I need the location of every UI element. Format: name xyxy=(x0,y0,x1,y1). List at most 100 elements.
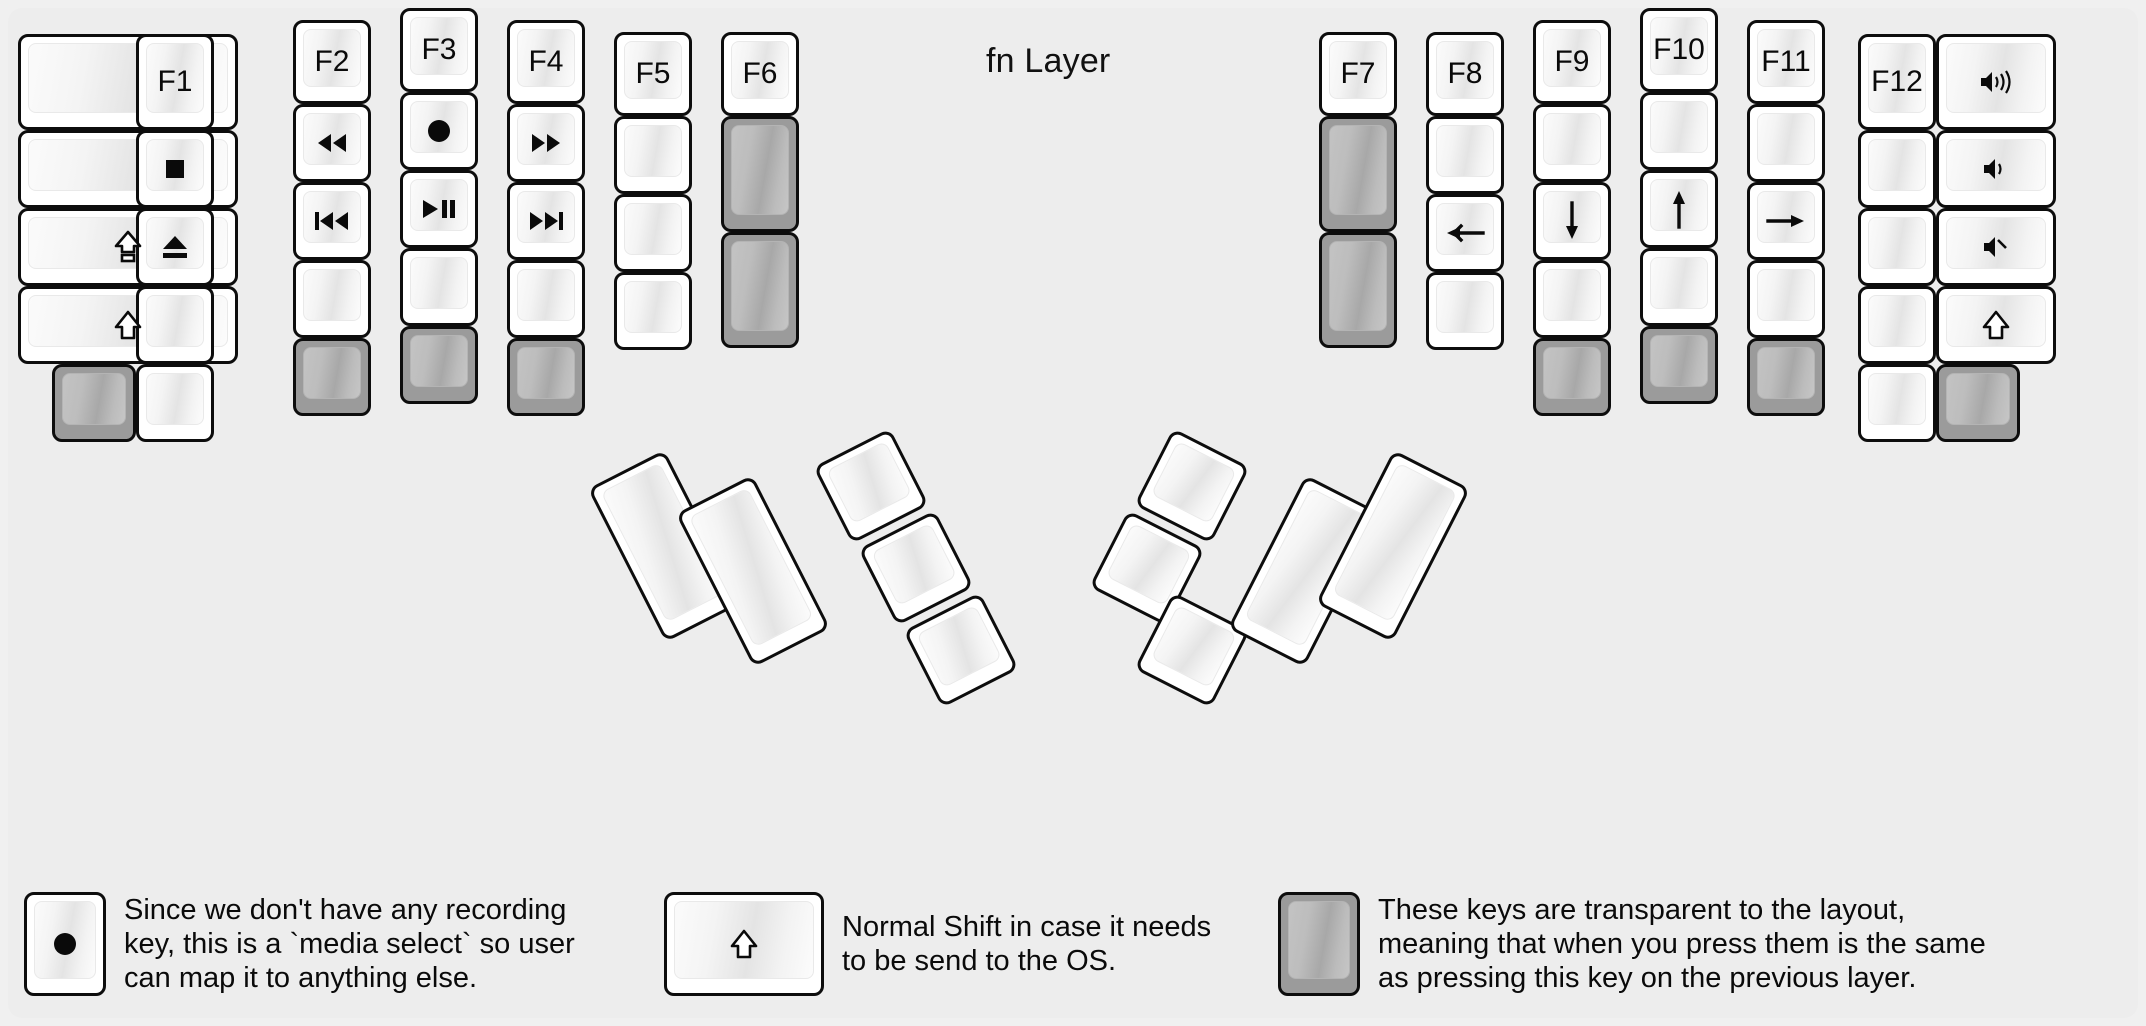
key-left-c6-r0[interactable]: F6 xyxy=(721,32,799,116)
keycap-surface xyxy=(1329,41,1387,99)
key-right-c1-r1[interactable] xyxy=(1426,116,1504,194)
key-right-c2-r0[interactable]: F9 xyxy=(1533,20,1611,104)
key-right-c4-r0[interactable]: F11 xyxy=(1747,20,1825,104)
keycap-surface xyxy=(1329,125,1387,215)
keycap-surface xyxy=(1946,295,2046,347)
key-right-c4-r3[interactable] xyxy=(1747,260,1825,338)
keycap-surface xyxy=(871,522,958,607)
footnote-text: Since we don't have any recording key, t… xyxy=(124,893,575,995)
key-right-c5-r2[interactable] xyxy=(1858,208,1936,286)
key-left-c1-r4[interactable] xyxy=(136,364,214,442)
key-right-c2-r1[interactable] xyxy=(1533,104,1611,182)
key-left-c6-r1-transparent[interactable] xyxy=(721,116,799,232)
key-right-c5-r0[interactable]: F12 xyxy=(1858,34,1936,130)
key-right-c0-r0[interactable]: F7 xyxy=(1319,32,1397,116)
key-left-c1-r3[interactable] xyxy=(136,286,214,364)
key-right-c6-r3[interactable] xyxy=(1936,286,2056,364)
key-right-c2-r2[interactable] xyxy=(1533,182,1611,260)
key-left-c3-r0[interactable]: F3 xyxy=(400,8,478,92)
key-right-c4-r2[interactable] xyxy=(1747,182,1825,260)
key-right-c5-r3[interactable] xyxy=(1858,286,1936,364)
key-right-c5-r1[interactable] xyxy=(1858,130,1936,208)
key-right-c5-r4[interactable] xyxy=(1858,364,1936,442)
keycap-surface xyxy=(146,43,204,113)
key-right-c4-r1[interactable] xyxy=(1747,104,1825,182)
keycap-surface xyxy=(826,440,913,525)
keycap-surface xyxy=(1946,139,2046,191)
keycap-surface xyxy=(1868,373,1926,425)
key-right-c1-r0[interactable]: F8 xyxy=(1426,32,1504,116)
key-left-c0-r4-transparent[interactable] xyxy=(52,364,136,442)
key-left-c1-r0[interactable]: F1 xyxy=(136,34,214,130)
key-left-c5-r3[interactable] xyxy=(614,272,692,350)
keycap-surface xyxy=(410,101,468,153)
key-left-c6-r2-transparent[interactable] xyxy=(721,232,799,348)
key-right-c1-r2[interactable] xyxy=(1426,194,1504,272)
key-right-c2-r4-transparent[interactable] xyxy=(1533,338,1611,416)
keycap-surface xyxy=(1946,43,2046,113)
key-right-c1-r3[interactable] xyxy=(1426,272,1504,350)
keycap-surface xyxy=(517,191,575,243)
keycap-surface xyxy=(1543,113,1601,165)
keycap-surface xyxy=(146,373,204,425)
keycap-surface xyxy=(1436,125,1494,177)
keycap-surface xyxy=(1868,217,1926,269)
key-left-c5-r0[interactable]: F5 xyxy=(614,32,692,116)
keycap-surface xyxy=(62,373,126,425)
key-right-c2-r3[interactable] xyxy=(1533,260,1611,338)
key-right-c6-r2[interactable] xyxy=(1936,208,2056,286)
key-left-c2-r1[interactable] xyxy=(293,104,371,182)
keycap-surface xyxy=(1543,191,1601,243)
keycap-surface xyxy=(1436,281,1494,333)
key-left-c5-r1[interactable] xyxy=(614,116,692,194)
key-left-c2-r2[interactable] xyxy=(293,182,371,260)
key-left-c2-r0[interactable]: F2 xyxy=(293,20,371,104)
key-right-c3-r2[interactable] xyxy=(1640,170,1718,248)
key-left-c4-r4-transparent[interactable] xyxy=(507,338,585,416)
keycap-surface xyxy=(731,41,789,99)
key-left-c4-r3[interactable] xyxy=(507,260,585,338)
footnote-key-shift[interactable] xyxy=(664,892,824,996)
keycap-surface xyxy=(146,295,204,347)
footnote-key-record[interactable] xyxy=(24,892,106,996)
key-left-c5-r2[interactable] xyxy=(614,194,692,272)
key-left-c3-r3[interactable] xyxy=(400,248,478,326)
keycap-surface xyxy=(303,347,361,399)
keycap-surface xyxy=(1868,43,1926,113)
key-left-c3-r2[interactable] xyxy=(400,170,478,248)
keycap-surface xyxy=(1105,522,1192,607)
keycap-surface xyxy=(624,125,682,177)
key-right-c3-r4-transparent[interactable] xyxy=(1640,326,1718,404)
keycap-surface xyxy=(916,604,1003,689)
keycap-surface xyxy=(146,139,204,191)
key-left-c3-r4-transparent[interactable] xyxy=(400,326,478,404)
key-right-c3-r3[interactable] xyxy=(1640,248,1718,326)
key-right-c0-r2-transparent[interactable] xyxy=(1319,232,1397,348)
key-left-c2-r3[interactable] xyxy=(293,260,371,338)
keycap-surface xyxy=(1757,113,1815,165)
key-left-c4-r1[interactable] xyxy=(507,104,585,182)
key-left-c2-r4-transparent[interactable] xyxy=(293,338,371,416)
key-left-c4-r0[interactable]: F4 xyxy=(507,20,585,104)
key-right-c6-r1[interactable] xyxy=(1936,130,2056,208)
keycap-surface xyxy=(1543,29,1601,87)
footnote-key-transparent[interactable] xyxy=(1278,892,1360,996)
key-right-c0-r1-transparent[interactable] xyxy=(1319,116,1397,232)
key-right-c3-r1[interactable] xyxy=(1640,92,1718,170)
key-left-c4-r2[interactable] xyxy=(507,182,585,260)
key-right-c6-r4-transparent[interactable] xyxy=(1936,364,2020,442)
keycap-surface xyxy=(1650,101,1708,153)
key-left-c1-r2[interactable] xyxy=(136,208,214,286)
footnote-2: These keys are transparent to the layout… xyxy=(1278,888,2128,1000)
keycap-surface xyxy=(731,241,789,331)
key-right-c6-r0[interactable] xyxy=(1936,34,2056,130)
key-right-c4-r4-transparent[interactable] xyxy=(1747,338,1825,416)
keycap-surface xyxy=(1946,373,2010,425)
key-right-c3-r0[interactable]: F10 xyxy=(1640,8,1718,92)
key-left-c3-r1[interactable] xyxy=(400,92,478,170)
footnote-0: Since we don't have any recording key, t… xyxy=(24,888,664,1000)
keycap-surface xyxy=(1757,347,1815,399)
keycap-surface xyxy=(1436,203,1494,255)
keycap-surface xyxy=(1288,901,1350,979)
key-left-c1-r1[interactable] xyxy=(136,130,214,208)
